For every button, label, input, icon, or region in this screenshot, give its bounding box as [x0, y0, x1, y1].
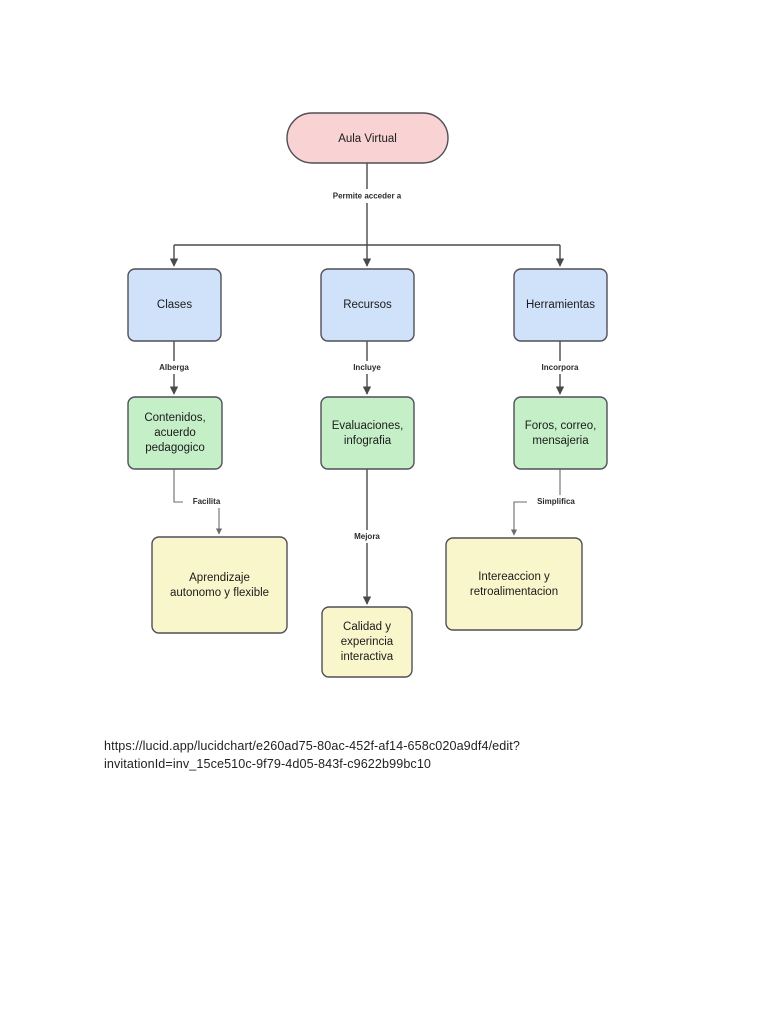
edge-label-mejora: Mejora — [354, 532, 380, 541]
node-calidad[interactable]: Calidad y experincia interactiva — [321, 606, 413, 678]
label-backing — [531, 361, 589, 374]
node-shape-rect[interactable] — [445, 537, 583, 631]
node-aprendizaje[interactable]: Aprendizaje autonomo y flexible — [151, 536, 288, 634]
label-backing — [148, 361, 200, 374]
label-backing — [316, 189, 418, 203]
node-recursos[interactable]: Recursos — [320, 268, 415, 342]
node-label-contenidos-line3: pedagogico — [145, 442, 204, 454]
node-foros[interactable]: Foros, correo, mensajeria — [513, 396, 608, 470]
source-url-line-2: invitationId=inv_15ce510c-9f79-4d05-843f… — [104, 757, 432, 771]
edge-label-permite-acceder: Permite acceder a — [333, 192, 402, 201]
label-backing — [343, 361, 391, 374]
node-label-intereaccion-line1: Intereaccion y — [478, 571, 550, 583]
node-shape-rect[interactable] — [320, 396, 415, 470]
node-aula-virtual[interactable]: Aula Virtual — [286, 112, 449, 164]
edge-label-alberga: Alberga — [159, 363, 189, 372]
node-label-calidad-line3: interactiva — [341, 651, 394, 663]
node-contenidos[interactable]: Contenidos, acuerdo pedagogico — [127, 396, 223, 470]
node-label-foros-line1: Foros, correo, — [525, 420, 597, 432]
node-shape-rect[interactable] — [127, 268, 222, 342]
node-shape-rect[interactable] — [151, 536, 288, 634]
node-shape-rect[interactable] — [127, 396, 223, 470]
node-label-herramientas: Herramientas — [526, 299, 595, 311]
edge-root-split — [169, 163, 565, 267]
concept-map-diagram: Permite acceder a Alberga Incluye Incorp… — [127, 112, 608, 678]
node-shape-rect[interactable] — [321, 606, 413, 678]
node-evaluaciones[interactable]: Evaluaciones, infografia — [320, 396, 415, 470]
label-backing — [527, 495, 587, 508]
edge-label-incorpora: Incorpora — [542, 363, 579, 372]
edge-label-incluye: Incluye — [353, 363, 381, 372]
label-backing — [183, 495, 231, 508]
node-label-evaluaciones-line1: Evaluaciones, — [332, 420, 404, 432]
label-backing — [344, 530, 390, 543]
node-label-aprendizaje-line1: Aprendizaje — [189, 572, 250, 584]
source-url-text: https://lucid.app/lucidchart/e260ad75-80… — [104, 737, 664, 773]
node-label-aprendizaje-line2: autonomo y flexible — [170, 587, 269, 599]
edge-label-facilita: Facilita — [193, 497, 221, 506]
node-shape-stadium[interactable] — [286, 112, 449, 164]
node-label-clases: Clases — [157, 299, 192, 311]
node-label-calidad-line2: experincia — [341, 636, 394, 648]
node-label-aula-virtual: Aula Virtual — [338, 133, 397, 145]
node-label-calidad-line1: Calidad y — [343, 621, 391, 633]
source-url-line-1: https://lucid.app/lucidchart/e260ad75-80… — [104, 739, 520, 753]
node-shape-rect[interactable] — [320, 268, 415, 342]
node-clases[interactable]: Clases — [127, 268, 222, 342]
node-label-foros-line2: mensajeria — [532, 435, 589, 447]
node-label-contenidos-line1: Contenidos, — [144, 412, 205, 424]
node-label-evaluaciones-line2: infografia — [344, 435, 392, 447]
node-shape-rect[interactable] — [513, 396, 608, 470]
edge-label-simplifica: Simplifica — [537, 497, 575, 506]
node-label-intereaccion-line2: retroalimentacion — [470, 586, 558, 598]
node-shape-rect[interactable] — [513, 268, 608, 342]
node-intereaccion[interactable]: Intereaccion y retroalimentacion — [445, 537, 583, 631]
node-label-recursos: Recursos — [343, 299, 392, 311]
node-herramientas[interactable]: Herramientas — [513, 268, 608, 342]
node-label-contenidos-line2: acuerdo — [154, 427, 196, 439]
